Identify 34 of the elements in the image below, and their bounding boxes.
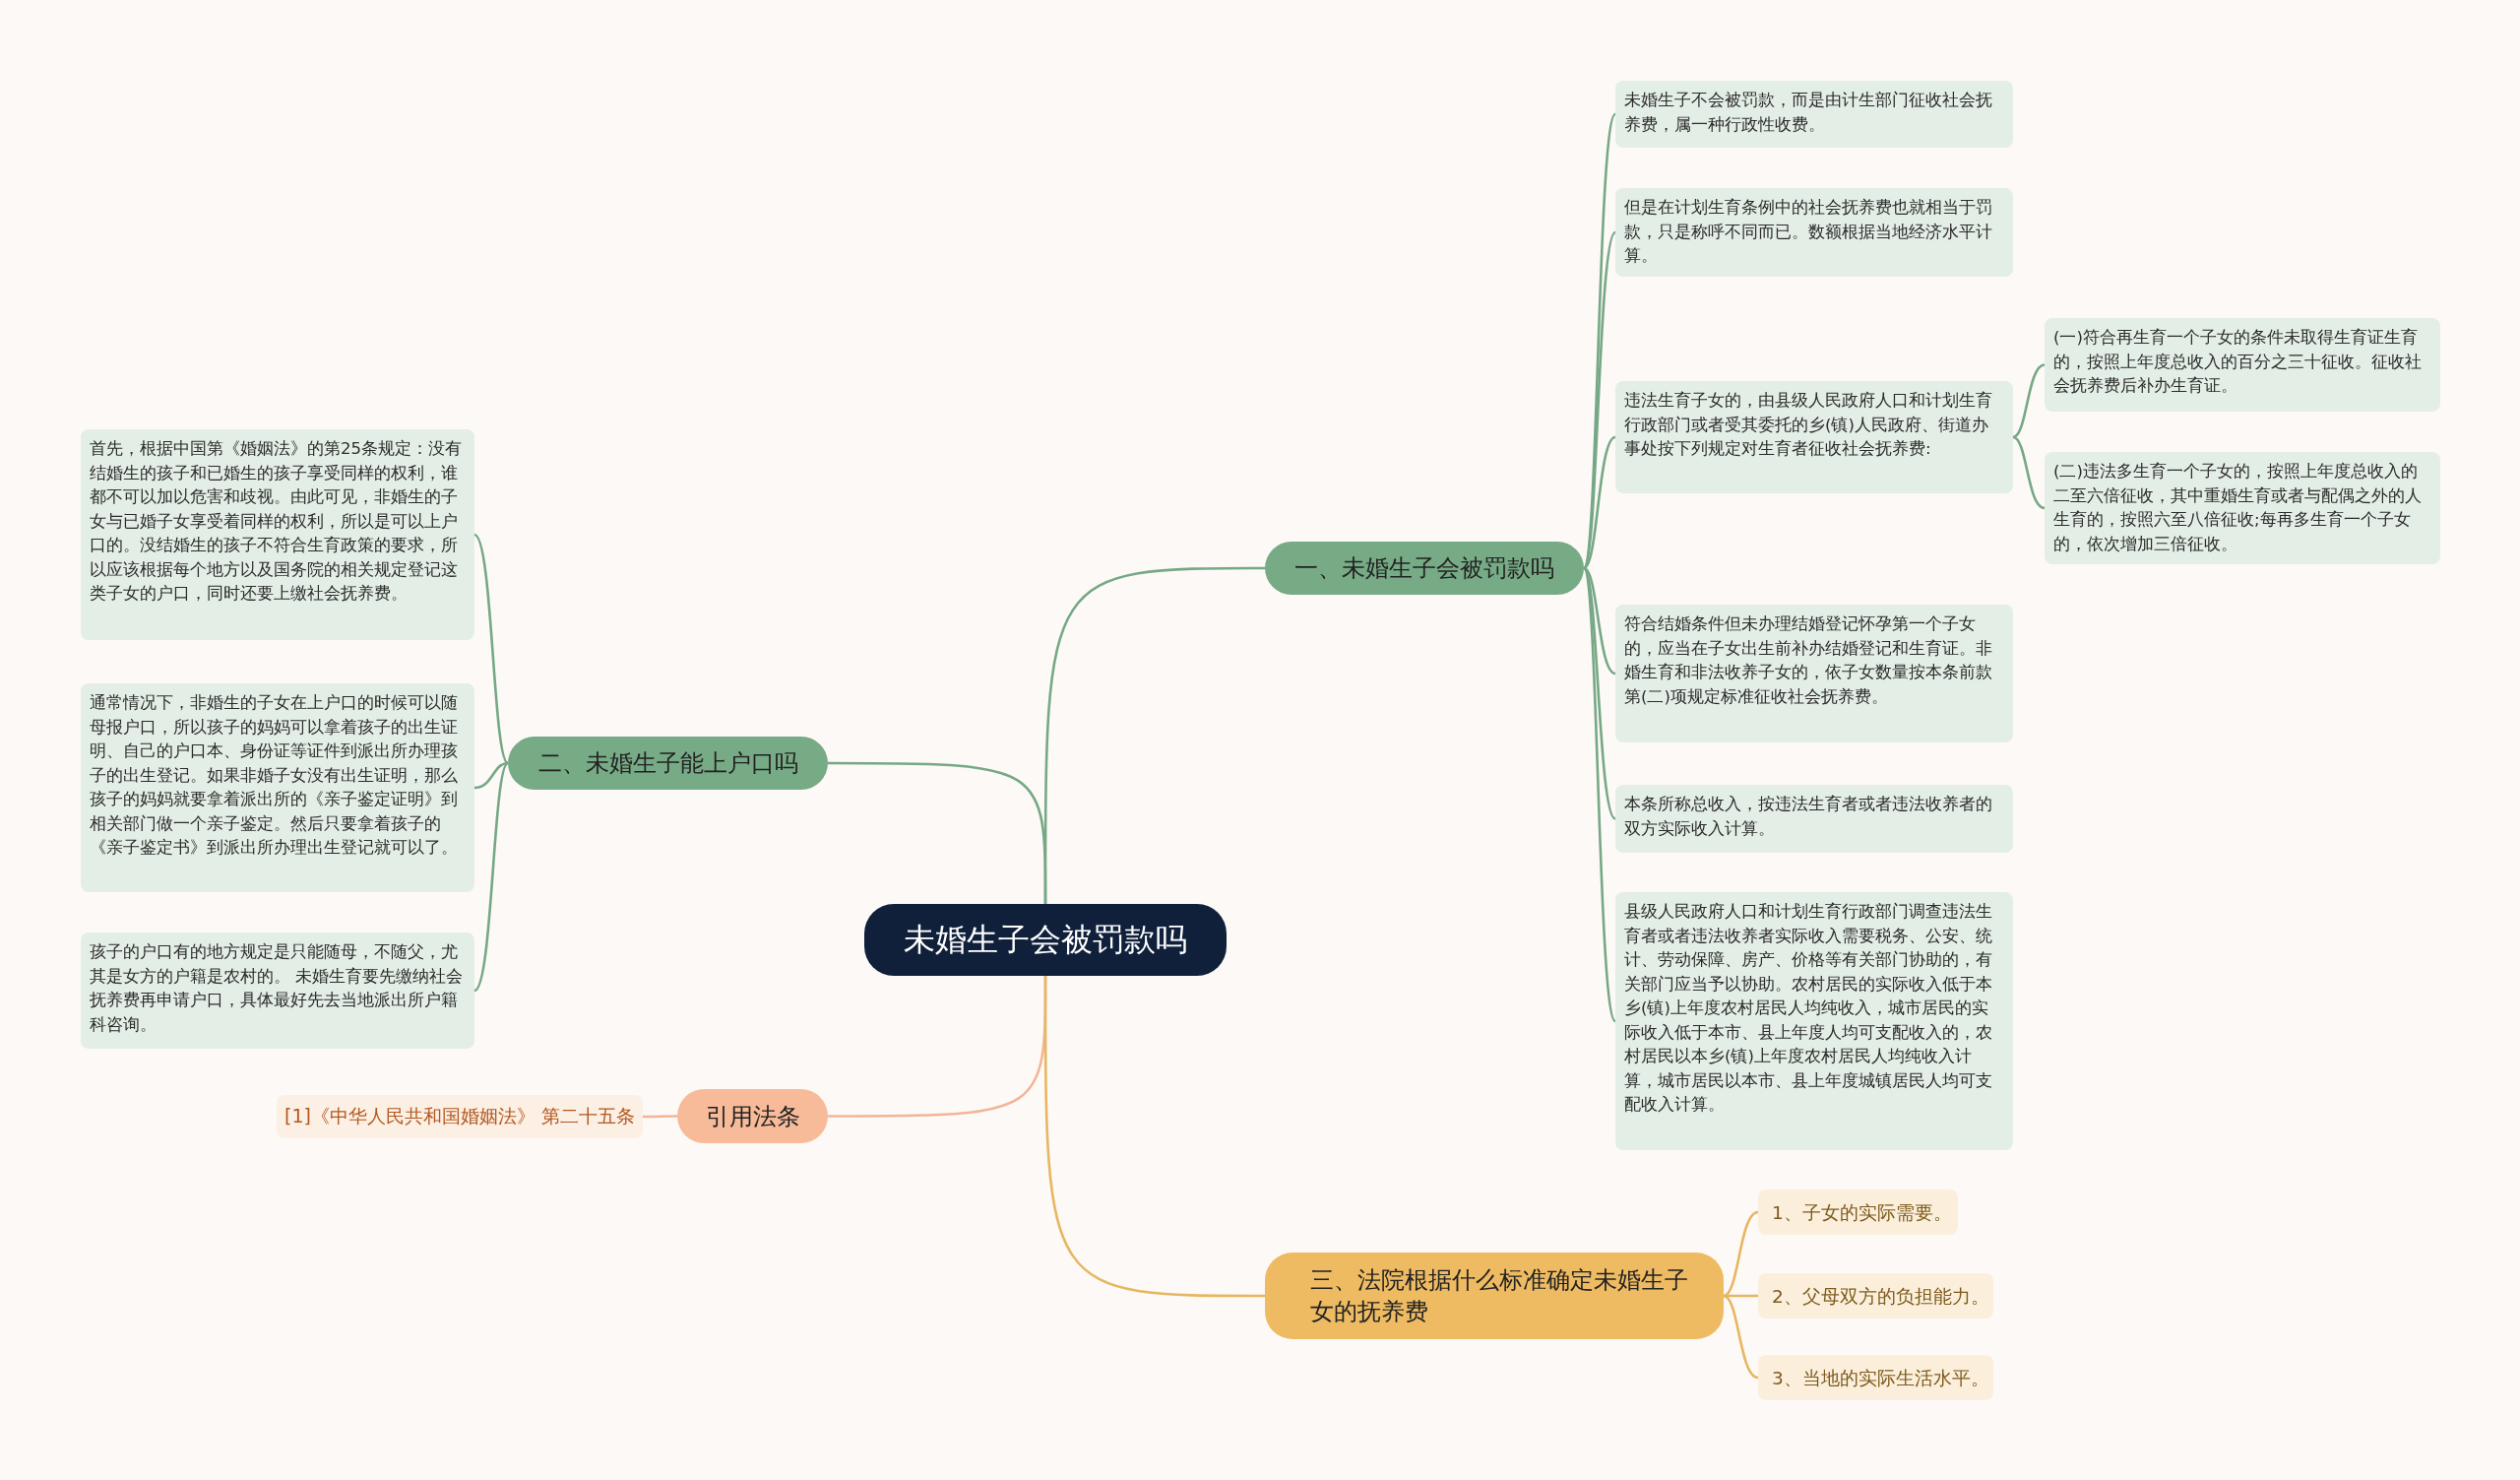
note-box: 首先，根据中国第《婚姻法》的第25条规定：没有结婚生的孩子和已婚生的孩子享受同样的权利，谁都不可以加以危害和歧视。由此可见，非婚生的子女与已婚子女享受着同样的权利，所以是可以上户口的。没结婚生的孩子不符合生育政策的要求，所以应该根据每个地方以及国务院的相关规定登记这类子女的户口，同时还要上缴社会抚养费。 bbox=[81, 429, 474, 640]
connector bbox=[1723, 1210, 1759, 1298]
note-box: (一)符合再生育一个子女的条件未取得生育证生育的，按照上年度总收入的百分之三十征收。征收社会抚养费后补办生育证。 bbox=[2045, 318, 2440, 412]
connector bbox=[473, 534, 510, 764]
branch-topic: 引用法条 bbox=[677, 1089, 828, 1143]
citation-box: [1]《中华人民共和国婚姻法》 第二十五条 bbox=[277, 1095, 643, 1138]
connector bbox=[1583, 435, 1616, 570]
connector bbox=[1043, 976, 1265, 1298]
note-box: 3、当地的实际生活水平。 bbox=[1758, 1355, 1993, 1400]
central-topic: 未婚生子会被罚款吗 bbox=[864, 904, 1227, 976]
connector bbox=[473, 762, 510, 992]
branch-topic: 三、法院根据什么标准确定未婚生子女的抚养费 bbox=[1265, 1253, 1724, 1339]
note-box: 未婚生子不会被罚款，而是由计生部门征收社会抚养费，属一种行政性收费。 bbox=[1615, 81, 2013, 148]
note-box: 但是在计划生育条例中的社会抚养费也就相当于罚款，只是称呼不同而已。数额根据当地经济水平计算。 bbox=[1615, 188, 2013, 277]
note-box: 1、子女的实际需要。 bbox=[1758, 1190, 1958, 1235]
connector bbox=[1723, 1294, 1759, 1380]
note-box: 符合结婚条件但未办理结婚登记怀孕第一个子女的，应当在子女出生前补办结婚登记和生育证。非婚生育和非法收养子女的，依子女数量按本条前款第(二)项规定标准征收社会抚养费。 bbox=[1615, 605, 2013, 742]
branch-topic: 一、未婚生子会被罚款吗 bbox=[1265, 542, 1584, 595]
connector bbox=[643, 1115, 677, 1119]
connector bbox=[1724, 1294, 1758, 1298]
connector bbox=[828, 761, 1047, 904]
connector bbox=[473, 761, 509, 790]
note-box: 违法生育子女的，由县级人民政府人口和计划生育行政部门或者受其委托的乡(镇)人民政府、街道办事处按下列规定对生育者征收社会抚养费: bbox=[1615, 381, 2013, 493]
note-box: 县级人民政府人口和计划生育行政部门调查违法生育者或者违法收养者实际收入需要税务、公安、统计、劳动保障、房产、价格等有关部门协助的，有关部门应当予以协助。农村居民的实际收入低于本乡(镇)上年度农村居民人均纯收入，城市居民的实际收入低于本市、县上年度人均可支配收入的，农村居民以本乡(镇)上年度农村居民人均纯收入计算，城市居民以本市、县上年度城镇居民人均可支配收入计算。 bbox=[1615, 892, 2013, 1150]
note-box: 2、父母双方的负担能力。 bbox=[1758, 1273, 1993, 1319]
connector bbox=[1583, 566, 1616, 676]
note-box: (二)违法多生育一个子女的，按照上年度总收入的二至六倍征收，其中重婚生育或者与配偶之外的人生育的，按照六至八倍征收;每再多生育一个子女的，依次增加三倍征收。 bbox=[2045, 452, 2440, 564]
connector bbox=[2012, 363, 2046, 439]
note-box: 孩子的户口有的地方规定是只能随母，不随父，尤其是女方的户籍是农村的。 未婚生育要先缴纳社会抚养费再申请户口，具体最好先去当地派出所户籍科咨询。 bbox=[81, 933, 474, 1049]
connector bbox=[1582, 567, 1617, 1022]
branch-topic: 二、未婚生子能上户口吗 bbox=[508, 737, 828, 790]
note-box: 通常情况下，非婚生的子女在上户口的时候可以随母报户口，所以孩子的妈妈可以拿着孩子的出生证明、自己的户口本、身份证等证件到派出所办理孩子的出生登记。如果非婚子女没有出生证明，那么孩子的妈妈就要拿着派出所的《亲子鉴定证明》到相关部门做一个亲子鉴定。然后只要拿着孩子的《亲子鉴定书》到派出所办理出生登记就可以了。 bbox=[81, 683, 474, 892]
connector bbox=[2012, 435, 2046, 510]
note-box: 本条所称总收入，按违法生育者或者违法收养者的双方实际收入计算。 bbox=[1615, 785, 2013, 853]
